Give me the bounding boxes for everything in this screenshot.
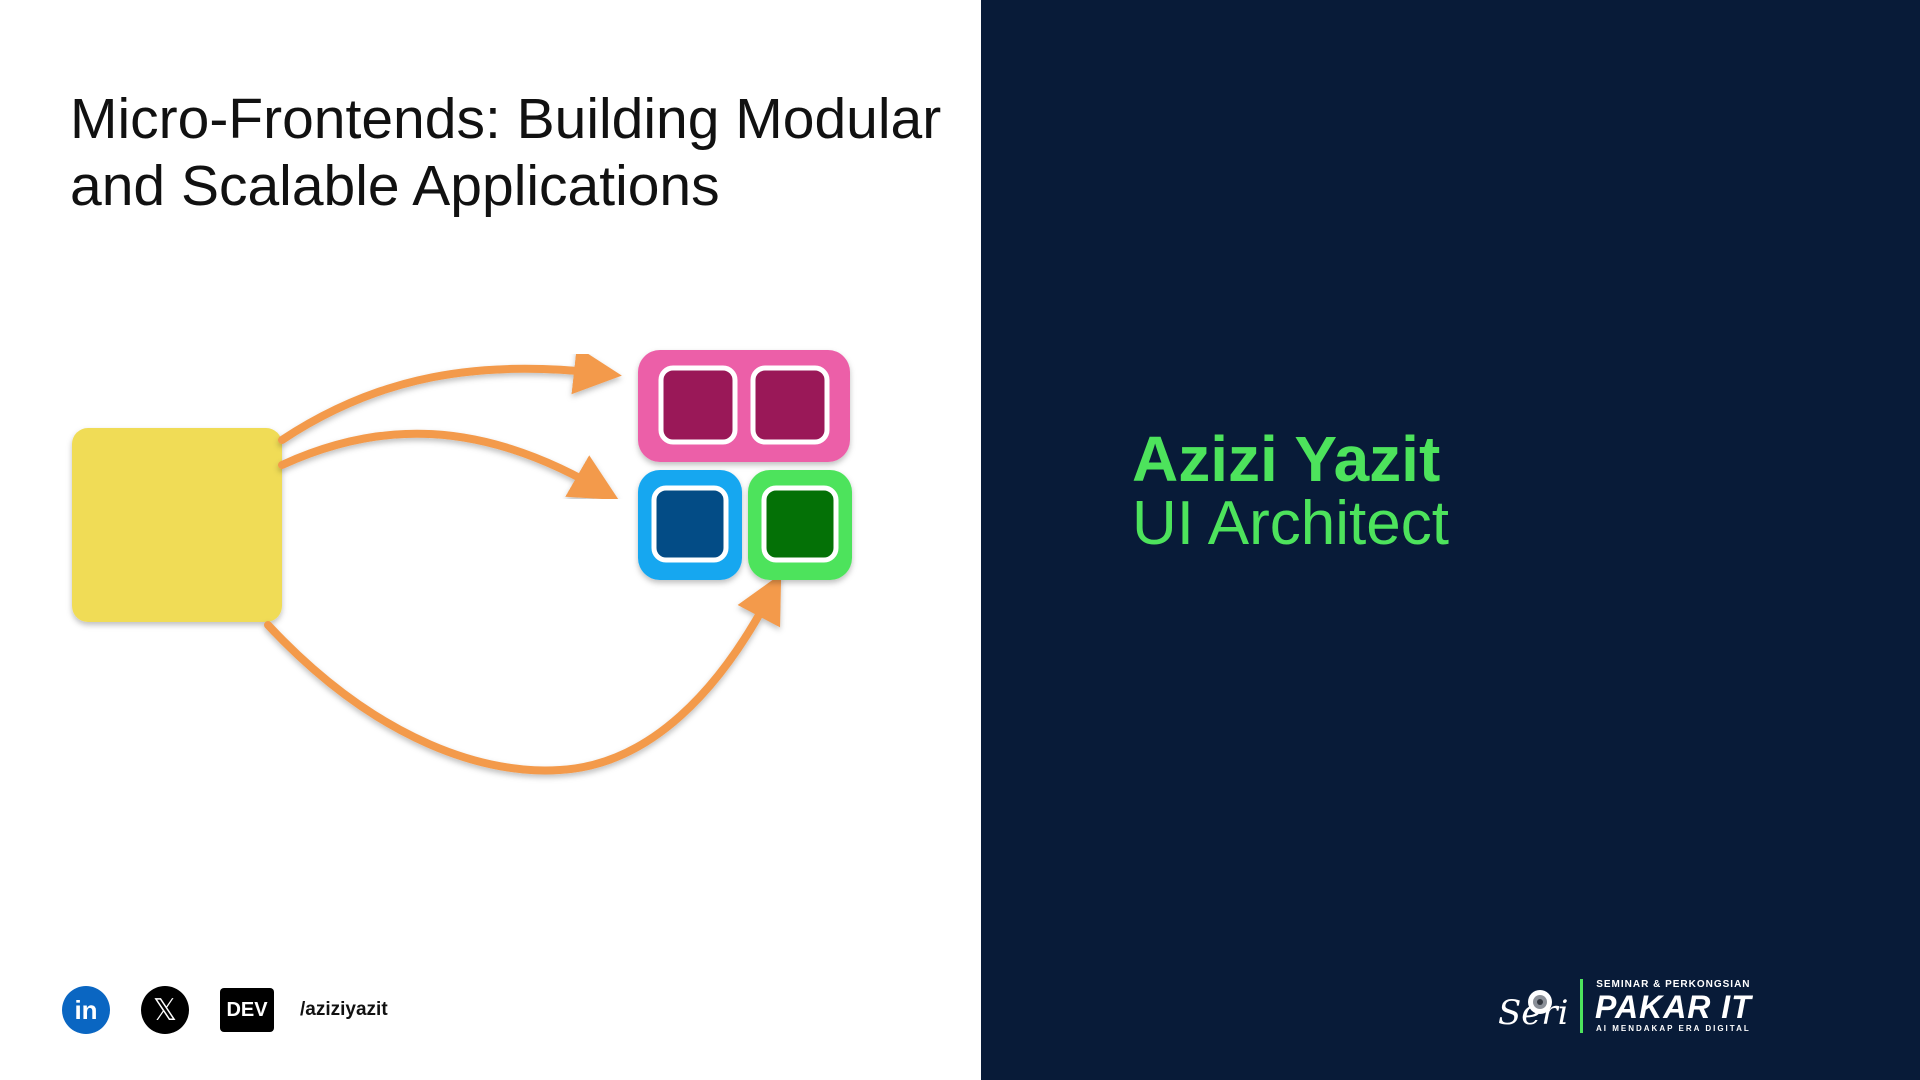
- speaker-name: Azizi Yazit: [1132, 423, 1441, 495]
- arrow-to-green-module: [264, 573, 782, 775]
- seri-script-logo-icon: Seri: [1498, 990, 1569, 1033]
- event-name: PAKAR IT: [1595, 989, 1752, 1025]
- slide-title: Micro-Frontends: Building Modular and Sc…: [70, 87, 942, 218]
- linkedin-icon[interactable]: in: [62, 986, 110, 1034]
- social-links: in 𝕏 DEV /aziziyazit: [62, 984, 388, 1036]
- event-subtitle: AI MENDAKAP ERA DIGITAL: [1595, 1024, 1751, 1033]
- dev-to-icon[interactable]: DEV: [220, 988, 274, 1032]
- right-panel: [981, 0, 1920, 1080]
- speaker-role: UI Architect: [1132, 489, 1449, 558]
- event-logo: Seri SEMINAR & PERKONGSIAN PAKAR IT AI M…: [1494, 974, 1794, 1038]
- pink-inner-module-right: [750, 365, 830, 445]
- speaker-block: Azizi Yazit UI Architect: [1132, 426, 1449, 556]
- micro-frontend-diagram: [72, 346, 852, 775]
- blue-inner-module: [651, 485, 729, 563]
- arrow-to-blue-module: [278, 429, 619, 500]
- x-twitter-icon[interactable]: 𝕏: [141, 986, 189, 1034]
- monolith-block: [72, 428, 282, 622]
- pink-inner-module-left: [658, 365, 738, 445]
- social-handle: /aziziyazit: [300, 999, 388, 1020]
- green-inner-module: [761, 485, 839, 563]
- event-tagline: SEMINAR & PERKONGSIAN: [1596, 979, 1751, 990]
- arrow-to-pink-module: [278, 346, 622, 444]
- event-logo-text: SEMINAR & PERKONGSIAN PAKAR IT AI MENDAK…: [1595, 978, 1752, 1034]
- logo-divider: [1580, 979, 1583, 1033]
